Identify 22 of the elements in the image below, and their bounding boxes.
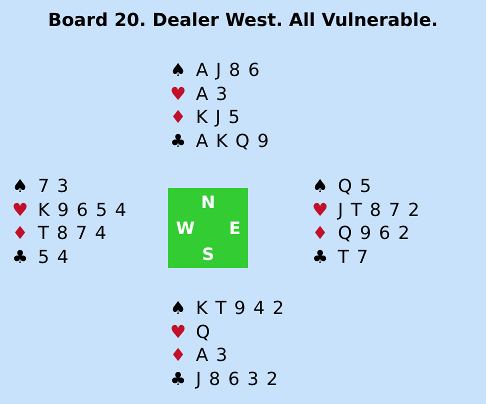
suit-holding: ♥ Q bbox=[170, 322, 212, 344]
suit-holding: ♠ 7 3 bbox=[12, 176, 70, 198]
suit-holding: ♠ K T 9 4 2 bbox=[170, 298, 285, 320]
suit-holding: ♥ J T 8 7 2 bbox=[312, 200, 420, 222]
board-title: Board 20. Dealer West. All Vulnerable. bbox=[46, 10, 440, 31]
suit-holding: ♣ A K Q 9 bbox=[170, 130, 270, 152]
compass-direction: E bbox=[229, 220, 241, 238]
suit-holding: ♦ A 3 bbox=[170, 345, 228, 367]
compass-direction: N bbox=[201, 194, 216, 212]
suit-holding: ♣ 5 4 bbox=[12, 246, 70, 268]
compass-direction: W bbox=[176, 220, 195, 238]
compass-direction: S bbox=[202, 246, 214, 264]
suit-holding: ♥ K 9 6 5 4 bbox=[12, 200, 128, 222]
suit-holding: ♥ A 3 bbox=[170, 84, 228, 106]
compass-box bbox=[168, 188, 248, 268]
suit-holding: ♦ Q 9 6 2 bbox=[312, 223, 411, 245]
suit-holding: ♦ T 8 7 4 bbox=[12, 223, 108, 245]
suit-holding: ♠ A J 8 6 bbox=[170, 60, 261, 82]
suit-holding: ♣ T 7 bbox=[312, 246, 370, 268]
suit-holding: ♠ Q 5 bbox=[312, 176, 372, 198]
suit-holding: ♦ K J 5 bbox=[170, 107, 241, 129]
suit-holding: ♣ J 8 6 3 2 bbox=[170, 368, 279, 390]
